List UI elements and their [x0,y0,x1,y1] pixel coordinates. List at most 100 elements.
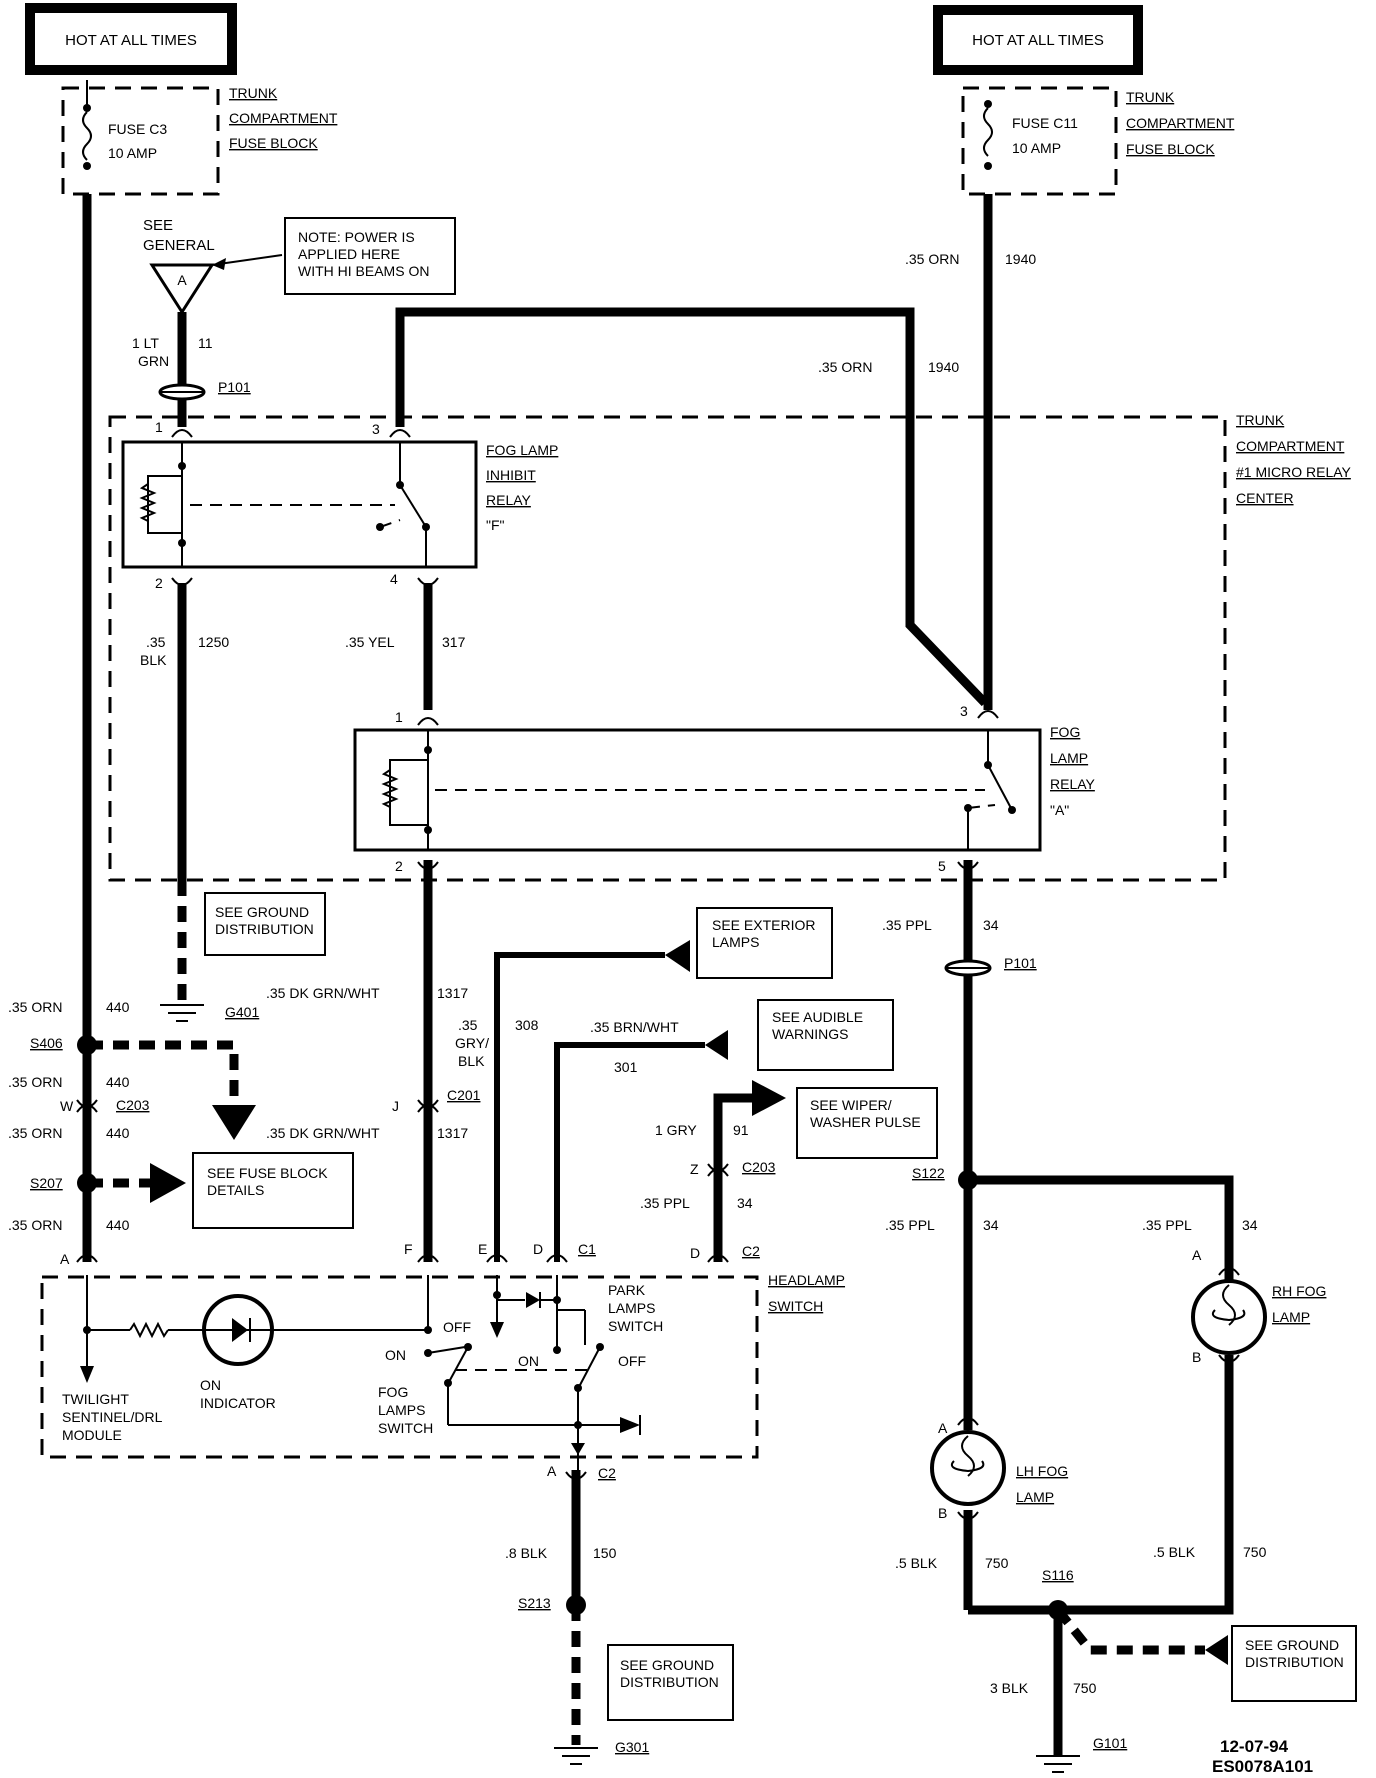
arrow-ground-dist-3 [1205,1635,1228,1665]
w-5blk-r-gauge: .5 BLK [1153,1544,1196,1560]
w-8blk-gauge: .8 BLK [505,1545,548,1561]
w-ppl-s122-circuit: 34 [983,1217,999,1233]
inhibit-relay-line4: "F" [486,517,505,533]
w1-color: GRN [138,353,169,369]
ref-ground-distribution-1: SEE GROUND DISTRIBUTION [204,892,326,956]
power-header-right-label: HOT AT ALL TIMES [972,32,1104,49]
pin-lh-b: B [938,1505,947,1521]
connector-c203-mid: C203 [742,1159,776,1175]
pin-fog-5: 5 [938,858,946,874]
on-indicator-line1: ON [200,1377,221,1393]
wire-s406-dash [87,1040,239,1120]
wire-308 [494,952,665,1262]
w-gry-circuit: 308 [515,1017,539,1033]
pin-sw-d: D [533,1241,543,1257]
rh-lamp-line2: LAMP [1272,1309,1310,1325]
fog-switch-line3: SWITCH [378,1420,433,1436]
arrow-fuse-block [212,1105,256,1140]
connector-labels: C203 C201 C203 C2 C2 C1 [116,1087,776,1481]
fog-relay-line1: FOG [1050,724,1080,740]
splice-s116-dot [1048,1600,1068,1620]
w-ppl-top-gauge: .35 PPL [882,917,932,933]
ref-exterior-lamps: SEE EXTERIOR LAMPS [696,907,833,979]
connector-cups [76,429,1240,1520]
fog-lamp-inhibit-relay: FOG LAMP INHIBIT RELAY "F" [121,440,558,569]
rh-lamp-line1: RH FOG [1272,1283,1326,1299]
park-switch-line1: PARK [608,1282,646,1298]
w-brn-gauge: .35 BRN/WHT [590,1019,679,1035]
lh-lamp-line2: LAMP [1016,1489,1054,1505]
ref-audible-warnings: SEE AUDIBLE WARNINGS [757,999,894,1071]
ref-wiper-washer: SEE WIPER/ WASHER PULSE [796,1087,938,1159]
ground-g101-label: G101 [1093,1735,1127,1751]
switch-off-left: OFF [443,1319,471,1335]
headlamp-switch-internals [80,1275,641,1470]
arrow-audible [705,1030,728,1060]
w-ppl-mid-circuit: 34 [737,1195,753,1211]
ground-dist-1-line1: SEE GROUND [215,904,309,920]
see-general-line1: SEE [143,217,173,234]
w-440-a-gauge: .35 ORN [8,999,62,1015]
fog-switch-line1: FOG [378,1384,408,1400]
pin-sw-f: F [404,1241,413,1257]
ground-g301: G301 [554,1739,649,1765]
pin-inh-4: 4 [390,571,398,587]
wire-s116-dash [1054,1607,1205,1655]
w-dkgrn-b-circuit: 1317 [437,1125,468,1141]
footer-date: 12-07-94 [1220,1737,1289,1756]
relay-center-label: TRUNK COMPARTMENT #1 MICRO RELAY CENTER [1236,412,1352,506]
p101-connector-right: P101 [944,955,1037,977]
w-gry-color2: BLK [458,1053,485,1069]
connector-c203-left: C203 [116,1097,150,1113]
connector-c201: C201 [447,1087,481,1103]
w-1gry-circuit: 91 [733,1122,749,1138]
pin-inh-2: 2 [155,575,163,591]
fuse-block-left: FUSE C3 10 AMP TRUNK COMPARTMENT FUSE BL… [61,80,338,196]
inhibit-relay-line2: INHIBIT [486,467,536,483]
w-dkgrn-a-circuit: 1317 [437,985,468,1001]
w-8blk-circuit: 150 [593,1545,617,1561]
pin-fog-2: 2 [395,858,403,874]
ground-dist-3-line1: SEE GROUND [1245,1637,1339,1653]
inhibit-relay-line3: RELAY [486,492,532,508]
w-5blk-l-circuit: 750 [985,1555,1009,1571]
pin-fog-3: 3 [960,703,968,719]
fog-relay-line4: "A" [1050,802,1069,818]
pin-inh-3: 3 [372,421,380,437]
w-440-c-circuit: 440 [106,1125,130,1141]
splice-s207-dot [77,1173,97,1193]
fog-switch-line2: LAMPS [378,1402,425,1418]
pin-inh-1: 1 [155,419,163,435]
wire-34-ppl-rh [968,1175,1234,1280]
fuse-right-block-2: COMPARTMENT [1126,115,1235,131]
w-ppl-top-circuit: 34 [983,917,999,933]
note-line3: WITH HI BEAMS ON [298,263,429,279]
ground-dist-2-line1: SEE GROUND [620,1657,714,1673]
splice-s406-dot [77,1035,97,1055]
w-orn-mid-circuit: 1940 [928,359,959,375]
fuse-right-rating: 10 AMP [1012,140,1061,156]
p101-connector-top: P101 [158,379,251,401]
fuse-left-rating: 10 AMP [108,145,157,161]
pin-lh-a: A [938,1420,948,1436]
ground-g101: G101 [1036,1735,1127,1773]
ref-fuse-block-details: SEE FUSE BLOCK DETAILS [192,1152,354,1229]
headlamp-switch-line1: HEADLAMP [768,1272,845,1288]
power-header-right: HOT AT ALL TIMES [933,5,1143,75]
pin-sw-a-bottom: A [547,1463,557,1479]
relay-center-line3: #1 MICRO RELAY [1236,464,1352,480]
power-header-left: HOT AT ALL TIMES [25,3,237,75]
on-indicator-line2: INDICATOR [200,1395,276,1411]
relay-center-line2: COMPARTMENT [1236,438,1345,454]
pin-sw-a: A [60,1251,70,1267]
lh-lamp-line1: LH FOG [1016,1463,1068,1479]
splice-s122: S122 [912,1165,945,1181]
w-440-d-circuit: 440 [106,1217,130,1233]
exterior-line1: SEE EXTERIOR [712,917,815,933]
pin-rh-a: A [1192,1247,1202,1263]
relay-center-line1: TRUNK [1236,412,1285,428]
w-440-c-gauge: .35 ORN [8,1125,62,1141]
see-general-reference: SEE GENERAL A [143,217,283,315]
pin-c203-w: W [60,1098,74,1114]
switch-on-right: ON [518,1353,539,1369]
